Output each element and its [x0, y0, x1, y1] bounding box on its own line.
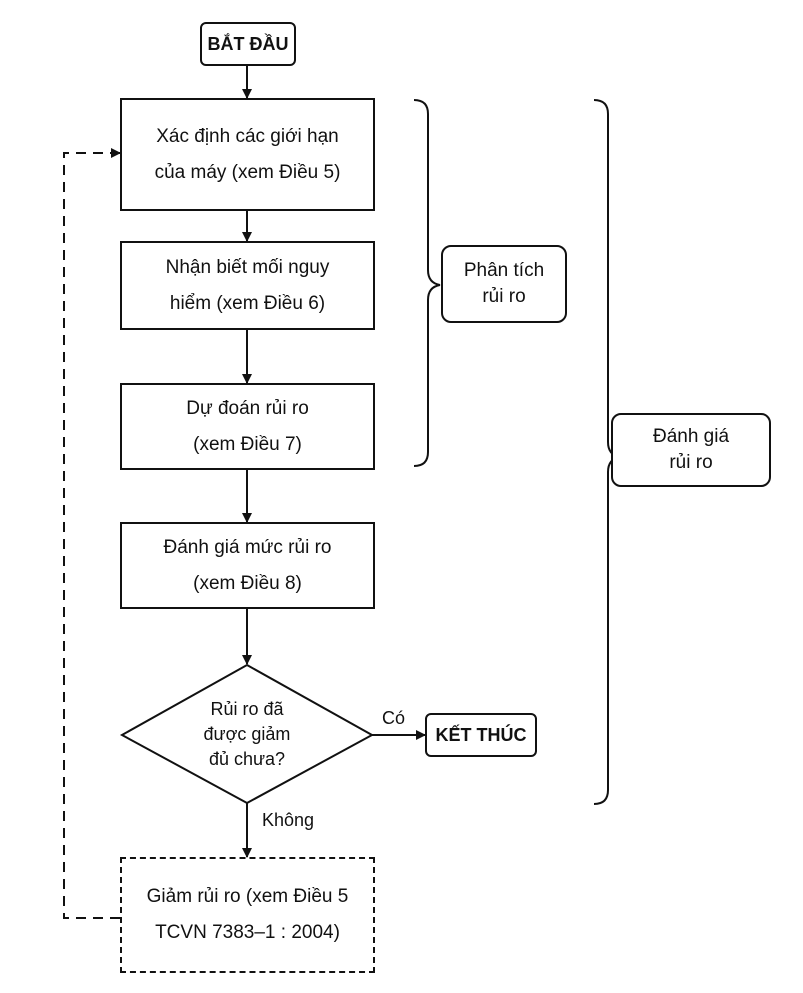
- step-3-line-1: Dự đoán rủi ro: [186, 397, 309, 419]
- reduce-line-1: Giảm rủi ro (xem Điều 5: [146, 886, 349, 907]
- step-2-line-2: hiểm (xem Điều 6): [169, 292, 326, 314]
- step-estimate-risk: Dự đoán rủi ro (xem Điều 7): [120, 383, 375, 470]
- decision-line-2: được giảm: [203, 724, 291, 744]
- decision-diamond: [119, 663, 375, 805]
- start-terminal: BẮT ĐẦU: [200, 22, 296, 66]
- no-label: Không: [262, 810, 315, 830]
- step-evaluate-risk: Đánh giá mức rủi ro (xem Điều 8): [120, 522, 375, 609]
- step-reduce-risk: Giảm rủi ro (xem Điều 5 TCVN 7383–1 : 20…: [120, 857, 375, 973]
- step-4-line-1: Đánh giá mức rủi ro: [163, 536, 332, 558]
- yes-label: Có: [382, 708, 406, 728]
- reduce-line-2: TCVN 7383–1 : 2004): [155, 922, 340, 943]
- feedback-loop-dashed: [63, 148, 121, 919]
- step-1-line-1: Xác định các giới hạn: [156, 125, 339, 147]
- start-label: BẮT ĐẦU: [207, 34, 289, 54]
- step-4-line-2: (xem Điều 8): [193, 572, 302, 594]
- step-define-limits: Xác định các giới hạn của máy (xem Điều …: [120, 98, 375, 211]
- analysis-line-2: rủi ro: [482, 286, 526, 307]
- brace-analysis: [413, 99, 441, 467]
- analysis-line-1: Phân tích: [463, 260, 545, 281]
- step-3-line-2: (xem Điều 7): [193, 433, 302, 455]
- decision-text: Rủi ro đã được giảm đủ chưa?: [172, 697, 322, 772]
- assessment-line-2: rủi ro: [669, 452, 713, 473]
- group-risk-assessment: Đánh giá rủi ro: [611, 413, 771, 487]
- end-label: KẾT THÚC: [435, 725, 527, 745]
- end-terminal: KẾT THÚC: [425, 713, 537, 757]
- assessment-line-1: Đánh giá: [652, 426, 730, 447]
- decision-line-3: đủ chưa?: [208, 749, 286, 769]
- group-risk-analysis: Phân tích rủi ro: [441, 245, 567, 323]
- decision-line-1: Rủi ro đã: [210, 699, 284, 719]
- step-1-line-2: của máy (xem Điều 5): [154, 161, 341, 183]
- step-2-line-1: Nhận biết mối nguy: [165, 256, 330, 278]
- step-identify-hazards: Nhận biết mối nguy hiểm (xem Điều 6): [120, 241, 375, 330]
